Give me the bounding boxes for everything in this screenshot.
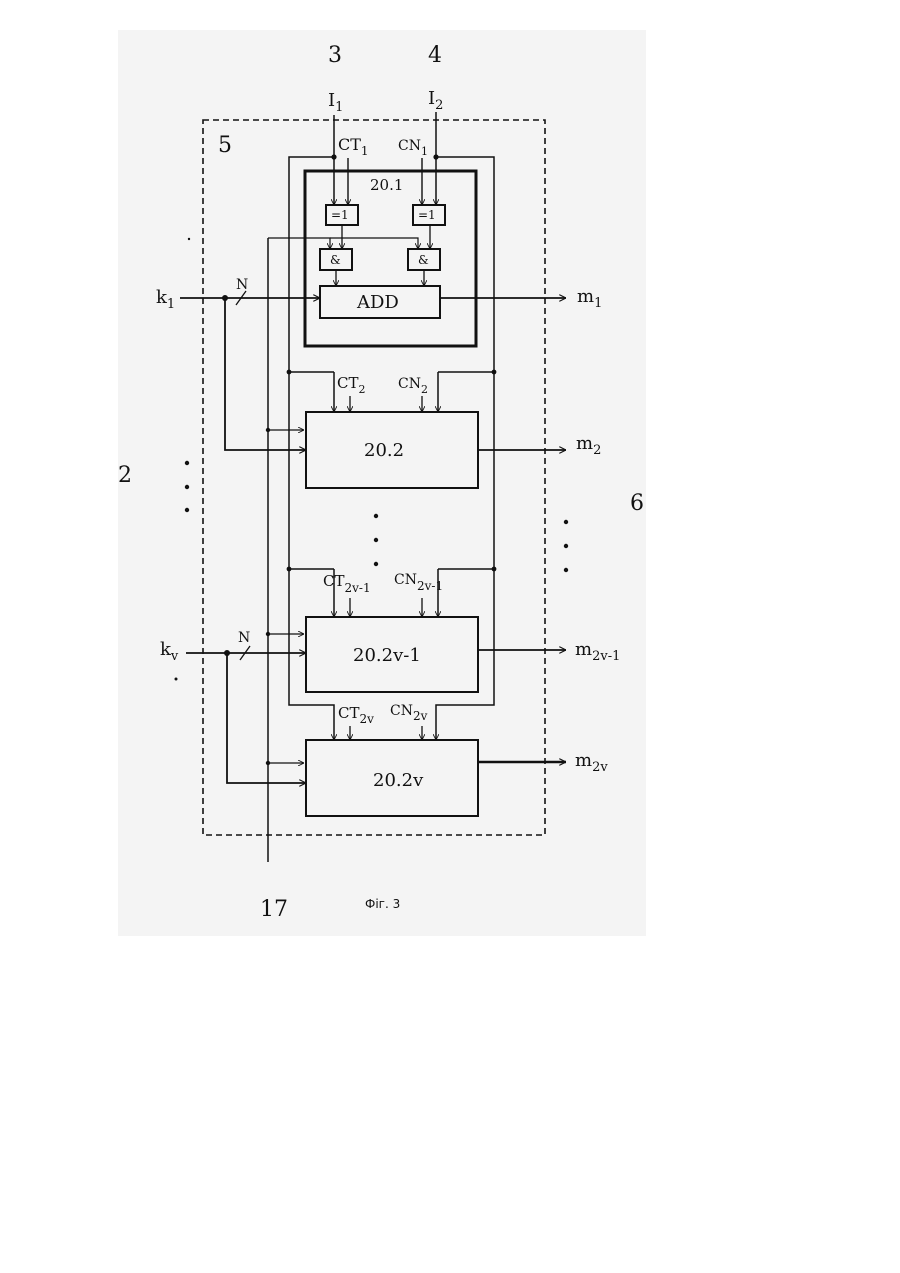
output-m2: m2: [576, 433, 601, 458]
input-i2-label: I2: [428, 88, 443, 113]
ref-number-2: 2: [118, 463, 132, 488]
output-m1: m1: [577, 286, 602, 311]
block-20-2: 20.2 CT2 CN2 m2: [306, 374, 601, 488]
block-20-2v-name: 20.2v: [373, 770, 424, 791]
svg-text:kv: kv: [160, 639, 179, 664]
bus-width-n-1: N: [236, 277, 248, 293]
cn1-label: CN1: [398, 138, 428, 158]
and-gate-2: &: [418, 253, 429, 267]
xor-gate-2: =1: [418, 208, 436, 222]
ref-number-5: 5: [218, 133, 232, 158]
block-20-1: 20.1 CT1 CN1 =1 =1 & & ADD m1: [305, 135, 602, 346]
ref-number-4: 4: [428, 43, 442, 68]
ct2v-1-label: CT2v-1: [323, 572, 371, 595]
cn2v-1-label: CN2v-1: [394, 572, 443, 593]
adder: ADD: [356, 292, 399, 313]
svg-text:k1: k1: [156, 287, 175, 312]
and-gate-1: &: [330, 253, 341, 267]
xor-gate-1: =1: [331, 208, 349, 222]
input-kv: kv N: [160, 630, 306, 783]
figure-caption: Фіг. 3: [365, 897, 400, 911]
ct2v-label: CT2v: [338, 704, 374, 726]
ct1-label: CT1: [338, 135, 369, 158]
block-20-2-name: 20.2: [364, 440, 404, 461]
block-20-2v-1-name: 20.2v-1: [353, 645, 421, 666]
input-i1-label: I1: [328, 90, 343, 115]
cn2v-label: CN2v: [390, 703, 428, 723]
output-m2v-1: m2v-1: [575, 639, 620, 664]
block-20-1-name: 20.1: [370, 176, 403, 194]
output-m2v: m2v: [575, 750, 608, 775]
input-k1: k1 N: [156, 277, 320, 450]
ct2-label: CT2: [337, 374, 365, 396]
block-20-2v-1: 20.2v-1 CT2v-1 CN2v-1 m2v-1: [306, 572, 620, 692]
ref-number-17: 17: [260, 897, 288, 922]
bus-width-n-2: N: [238, 630, 250, 646]
ref-number-6: 6: [630, 491, 644, 516]
block-20-2v: 20.2v CT2v CN2v m2v: [306, 703, 608, 816]
ref-number-3: 3: [328, 43, 342, 68]
cn2-label: CN2: [398, 376, 428, 396]
